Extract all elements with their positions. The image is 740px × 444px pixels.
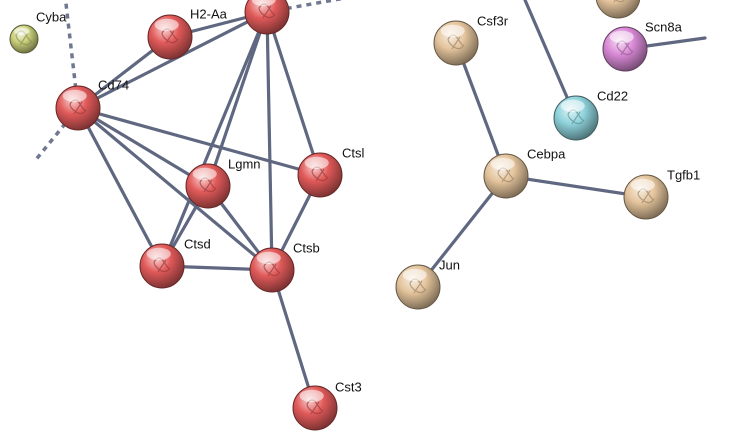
node-cst3[interactable]: Cst3	[292, 379, 362, 431]
node-highlight	[490, 157, 515, 171]
node-highlight	[62, 89, 87, 103]
node-ctsd[interactable]: Ctsd	[139, 236, 211, 289]
node-highlight	[251, 0, 276, 7]
node-topright[interactable]	[595, 0, 641, 19]
node-highlight	[299, 389, 324, 403]
node-sphere	[595, 0, 641, 19]
node-label-jun: Jun	[439, 257, 460, 272]
node-highlight	[440, 24, 465, 38]
node-cebpa[interactable]: Cebpa	[483, 146, 566, 199]
node-highlight	[609, 30, 634, 44]
node-label-ctsd: Ctsd	[184, 236, 211, 251]
edge-csf3r-cebpa[interactable]	[454, 41, 508, 178]
edge-cd74-ctsb[interactable]	[76, 106, 274, 272]
edge-top-ctsb[interactable]	[265, 10, 274, 272]
node-label-scn8a: Scn8a	[645, 19, 683, 34]
node-highlight	[304, 156, 329, 170]
node-h2aa[interactable]: H2-Aa	[147, 6, 228, 60]
dotted-edge-cd74-offscreen-cd74-top[interactable]	[63, 0, 80, 109]
edge-top-lgmn[interactable]	[206, 10, 269, 188]
node-lgmn[interactable]: Lgmn	[185, 156, 261, 209]
node-label-cyba: Cyba	[36, 9, 67, 24]
node-highlight	[256, 251, 281, 265]
node-highlight	[560, 99, 585, 113]
node-label-ctsb: Ctsb	[293, 240, 320, 255]
node-scn8a[interactable]: Scn8a	[602, 19, 683, 72]
node-label-ctsl: Ctsl	[342, 145, 365, 160]
node-label-cd74: Cd74	[98, 77, 129, 92]
node-cd74[interactable]: Cd74	[55, 77, 129, 131]
node-highlight	[192, 167, 217, 181]
edge-top-cd74[interactable]	[76, 10, 269, 110]
edge-cd74-lgmn[interactable]	[76, 106, 210, 188]
edge-ctsb-cst3[interactable]	[270, 268, 317, 410]
edge-top-ctsl[interactable]	[265, 10, 322, 177]
node-top[interactable]	[244, 0, 290, 35]
node-jun[interactable]: Jun	[395, 257, 460, 310]
node-label-h2aa: H2-Aa	[190, 6, 228, 21]
node-csf3r[interactable]: Csf3r	[433, 13, 509, 66]
edge-cebpa-tgfb1[interactable]	[504, 174, 648, 199]
node-highlight	[14, 27, 30, 36]
node-label-cd22: Cd22	[597, 88, 628, 103]
node-highlight	[630, 178, 655, 192]
edge-layer	[32, 0, 707, 410]
edge-top-ctsd[interactable]	[160, 10, 269, 268]
edge-cd74-ctsd[interactable]	[76, 106, 164, 268]
node-tgfb1[interactable]: Tgfb1	[623, 167, 700, 220]
node-label-lgmn: Lgmn	[228, 156, 261, 171]
node-highlight	[154, 18, 179, 32]
node-label-cebpa: Cebpa	[527, 146, 566, 161]
node-label-csf3r: Csf3r	[477, 13, 509, 28]
node-ctsl[interactable]: Ctsl	[297, 145, 365, 198]
node-cd22[interactable]: Cd22	[553, 88, 628, 141]
node-cyba[interactable]: Cyba	[9, 9, 67, 54]
node-label-cst3: Cst3	[335, 379, 362, 394]
node-highlight	[402, 268, 427, 282]
edge-cd74-ctsl[interactable]	[76, 106, 322, 177]
node-highlight	[146, 247, 171, 261]
edge-cebpa-jun[interactable]	[416, 174, 508, 289]
node-label-tgfb1: Tgfb1	[667, 167, 700, 182]
node-ctsb[interactable]: Ctsb	[249, 240, 320, 293]
